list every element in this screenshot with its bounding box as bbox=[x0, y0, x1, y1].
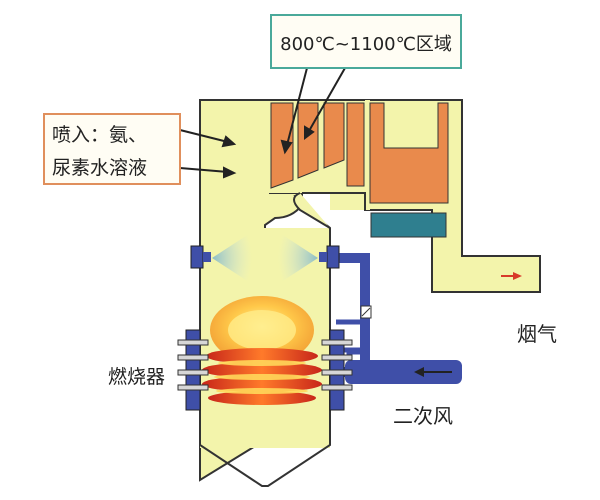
inject-label-line1: 喷入：氨、 bbox=[52, 124, 148, 146]
temp-zone-box bbox=[270, 14, 462, 69]
damper-icon bbox=[360, 305, 372, 319]
callout-arrows bbox=[179, 67, 346, 179]
crossover-bottom bbox=[302, 192, 366, 210]
flame-icon bbox=[202, 296, 322, 405]
flue-gas-arrow-icon bbox=[501, 272, 522, 280]
inject-label-line2: 尿素水溶液 bbox=[52, 157, 148, 179]
inject-box bbox=[43, 113, 181, 185]
secondary-air-label: 二次风 bbox=[393, 404, 453, 428]
spray-nozzle-icon bbox=[190, 232, 340, 284]
secondary-air-arrow-icon bbox=[414, 367, 452, 377]
burner-label: 燃烧器 bbox=[108, 366, 166, 388]
superheater-panels bbox=[270, 102, 365, 189]
temp-zone-label: 800℃~1100℃区域 bbox=[280, 34, 452, 55]
burner-icon bbox=[177, 329, 353, 411]
flue-gas-label: 烟气 bbox=[517, 322, 557, 346]
nose bbox=[293, 192, 331, 229]
air-heater-block bbox=[370, 212, 447, 238]
economizer-inner bbox=[383, 103, 439, 149]
